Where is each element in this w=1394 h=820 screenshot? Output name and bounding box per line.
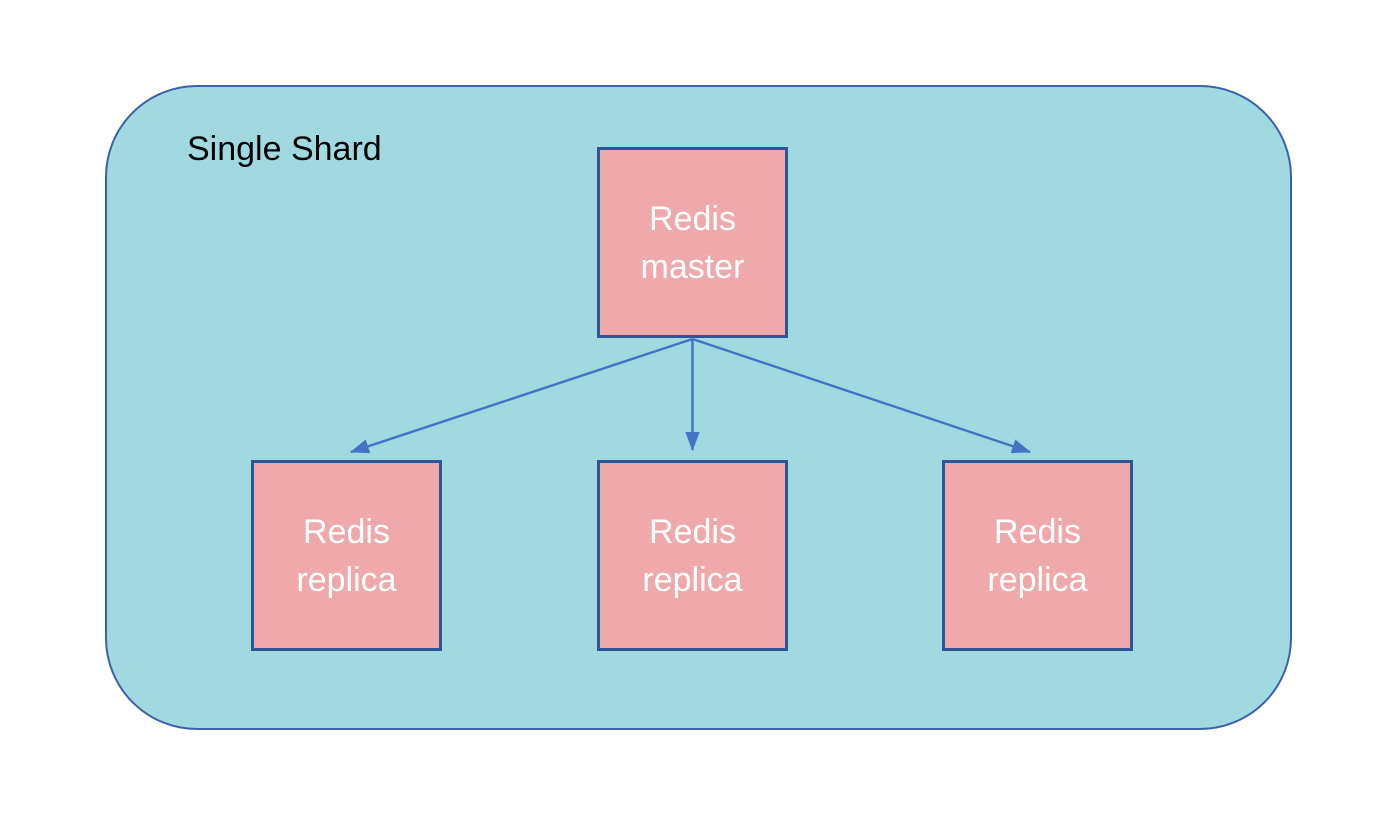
node-label-line: Redis <box>303 512 390 551</box>
node-redis-replica-1: Redis replica <box>251 460 442 651</box>
node-label-line: Redis <box>649 512 736 551</box>
node-label-line: replica <box>642 560 743 599</box>
node-label-line: Redis <box>994 512 1081 551</box>
node-redis-replica-3: Redis replica <box>942 460 1133 651</box>
shard-title: Single Shard <box>187 130 382 168</box>
node-label-line: replica <box>987 560 1088 599</box>
node-label-line: Redis <box>649 199 736 238</box>
node-label-line: replica <box>296 560 397 599</box>
node-redis-replica-2: Redis replica <box>597 460 788 651</box>
node-label-line: master <box>640 247 745 286</box>
node-redis-master: Redis master <box>597 147 788 338</box>
